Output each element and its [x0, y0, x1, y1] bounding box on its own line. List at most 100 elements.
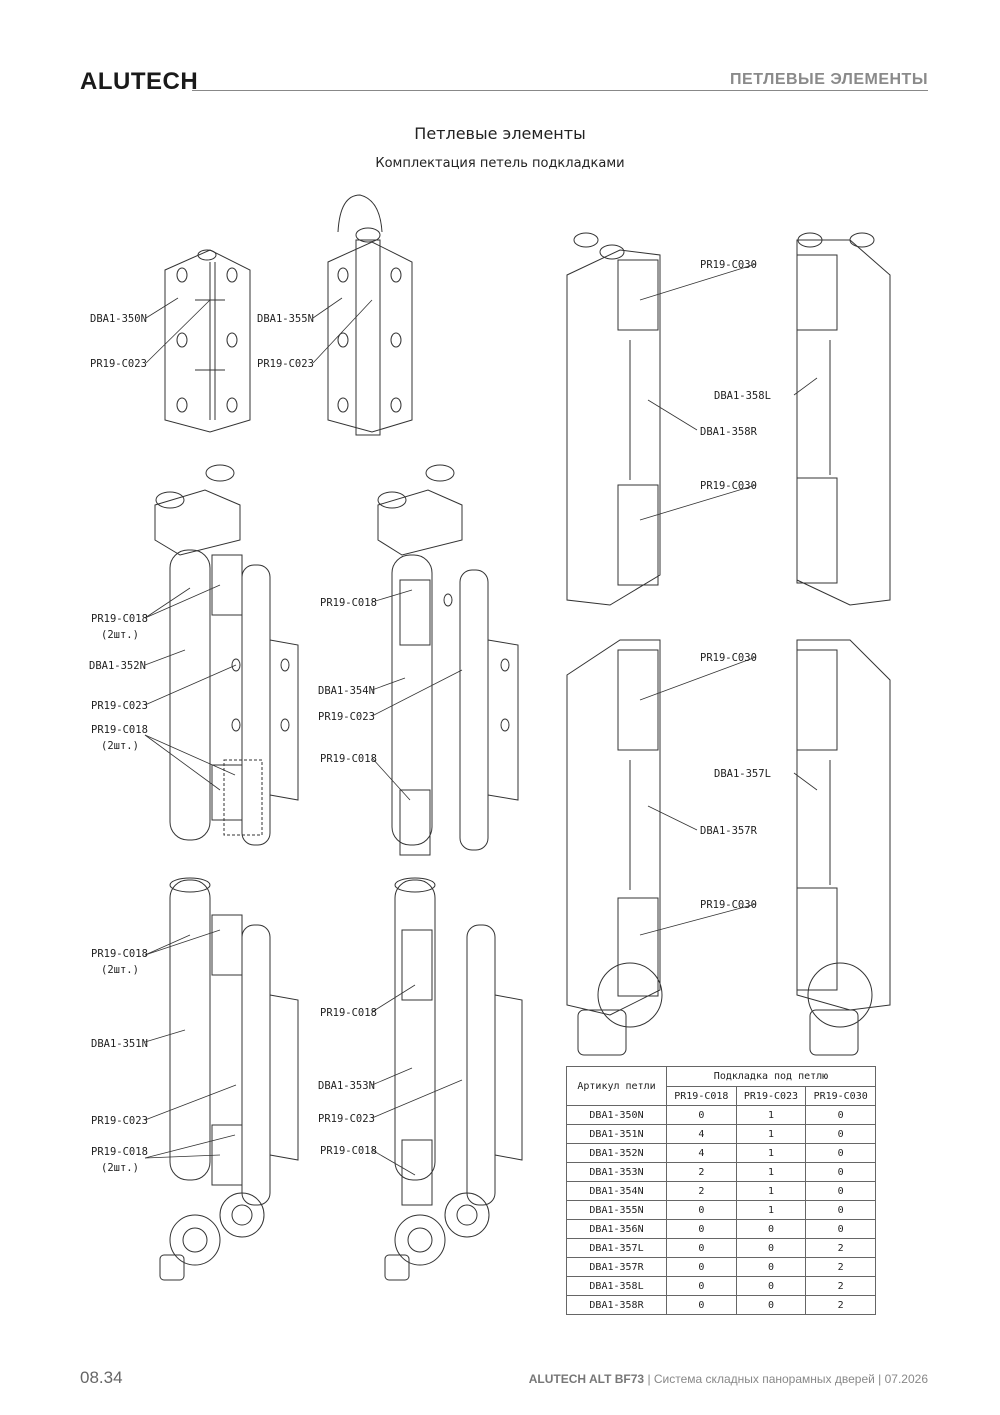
callout-label: DBA1-358L	[714, 390, 771, 402]
callout-label: PR19-C018	[91, 1146, 148, 1158]
brand-logo: ALUTECH	[80, 68, 199, 95]
callout-label: DBA1-353N	[318, 1080, 375, 1092]
callout-label: (2шт.)	[101, 964, 139, 976]
callout-label: DBA1-357L	[714, 768, 771, 780]
header-divider	[192, 90, 928, 91]
callout-label: PR19-C018	[91, 724, 148, 736]
page-number: 08.34	[80, 1368, 123, 1387]
hinge-figure-350n	[164, 249, 251, 433]
table-cell: 0	[805, 1181, 876, 1201]
table-header-article: Артикул петли	[566, 1066, 667, 1106]
callout-label: DBA1-357R	[700, 825, 758, 837]
callout-label: PR19-C018	[320, 753, 377, 765]
table-cell: 2	[666, 1181, 737, 1201]
table-cell: DBA1-353N	[566, 1162, 667, 1182]
hinge-figure-351n	[159, 877, 299, 1281]
table-cell: DBA1-357L	[566, 1238, 667, 1258]
table-cell: 0	[666, 1238, 737, 1258]
callout-label: PR19-C018	[320, 1145, 377, 1157]
callout-label: PR19-C023	[318, 1113, 375, 1125]
table-cell: 1	[735, 1162, 807, 1182]
table-cell: 1	[735, 1124, 807, 1144]
table-cell: 1	[735, 1143, 807, 1163]
table-cell: 1	[735, 1181, 807, 1201]
table-cell: 0	[735, 1219, 807, 1239]
table-cell: 0	[735, 1257, 807, 1277]
footer-description: | Система складных панорамных дверей | 0…	[644, 1372, 928, 1386]
footer-product: ALUTECH ALT BF73	[528, 1372, 645, 1386]
table-header-group: Подкладка под петлю	[666, 1066, 876, 1087]
callout-label: PR19-C023	[90, 358, 147, 370]
callout-label: DBA1-351N	[91, 1038, 148, 1050]
callout-label: PR19-C018	[320, 1007, 377, 1019]
callout-label: DBA1-350N	[90, 313, 147, 325]
table-cell: 4	[666, 1143, 737, 1163]
section-title: ПЕТЛЕВЫЕ ЭЛЕМЕНТЫ	[730, 71, 928, 88]
hinge-figure-358	[566, 232, 891, 606]
page-title: Петлевые элементы	[414, 124, 586, 143]
table-cell: 0	[805, 1219, 876, 1239]
table-cell: DBA1-354N	[566, 1181, 667, 1201]
shim-table: Артикул петли Подкладка под петлю PR19-C…	[566, 1066, 876, 1315]
hinge-figure-353n	[384, 877, 523, 1281]
table-cell: DBA1-350N	[566, 1105, 667, 1125]
table-cell: DBA1-355N	[566, 1200, 667, 1220]
table-cell: 0	[666, 1219, 737, 1239]
table-cell: 2	[805, 1238, 876, 1258]
table-cell: 0	[735, 1238, 807, 1258]
table-cell: 2	[805, 1276, 876, 1296]
callout-label: DBA1-352N	[89, 660, 146, 672]
callout-label: PR19-C023	[91, 700, 148, 712]
table-cell: 0	[805, 1143, 876, 1163]
table-header-sub: PR19-C030	[805, 1086, 876, 1106]
table-cell: 0	[805, 1162, 876, 1182]
table-cell: 0	[805, 1124, 876, 1144]
callout-label: PR19-C023	[91, 1115, 148, 1127]
table-cell: 0	[666, 1257, 737, 1277]
page-subtitle: Комплектация петель подкладками	[375, 156, 625, 171]
callout-label: PR19-C018	[91, 613, 148, 625]
table-cell: 4	[666, 1124, 737, 1144]
table-cell: 0	[805, 1200, 876, 1220]
hinge-figure-352n	[154, 464, 299, 846]
callout-label: (2шт.)	[101, 740, 139, 752]
hinge-figure-354n	[377, 464, 519, 856]
callout-label: PR19-C030	[700, 899, 757, 911]
table-cell: 2	[805, 1295, 876, 1315]
table-cell: 2	[666, 1162, 737, 1182]
callout-label: PR19-C018	[91, 948, 148, 960]
table-cell: DBA1-358R	[566, 1295, 667, 1315]
leader-lines	[144, 263, 818, 1176]
table-cell: 0	[805, 1105, 876, 1125]
table-cell: 0	[666, 1295, 737, 1315]
table-cell: 1	[735, 1200, 807, 1220]
table-cell: DBA1-357R	[566, 1257, 667, 1277]
table-header-sub: PR19-C018	[666, 1086, 737, 1106]
hinge-figure-355n	[327, 194, 413, 436]
callout-label: PR19-C023	[257, 358, 314, 370]
callout-label: PR19-C030	[700, 259, 757, 271]
table-cell: DBA1-358L	[566, 1276, 667, 1296]
table-cell: 0	[666, 1276, 737, 1296]
callout-label: PR19-C030	[700, 652, 757, 664]
table-cell: DBA1-352N	[566, 1143, 667, 1163]
callout-label: (2шт.)	[101, 629, 139, 641]
callout-label: DBA1-358R	[700, 426, 758, 438]
callout-label: (2шт.)	[101, 1162, 139, 1174]
callout-label: DBA1-354N	[318, 685, 375, 697]
callout-label: PR19-C023	[318, 711, 375, 723]
callout-label: PR19-C030	[700, 480, 757, 492]
callout-label: DBA1-355N	[257, 313, 314, 325]
table-cell: 2	[805, 1257, 876, 1277]
